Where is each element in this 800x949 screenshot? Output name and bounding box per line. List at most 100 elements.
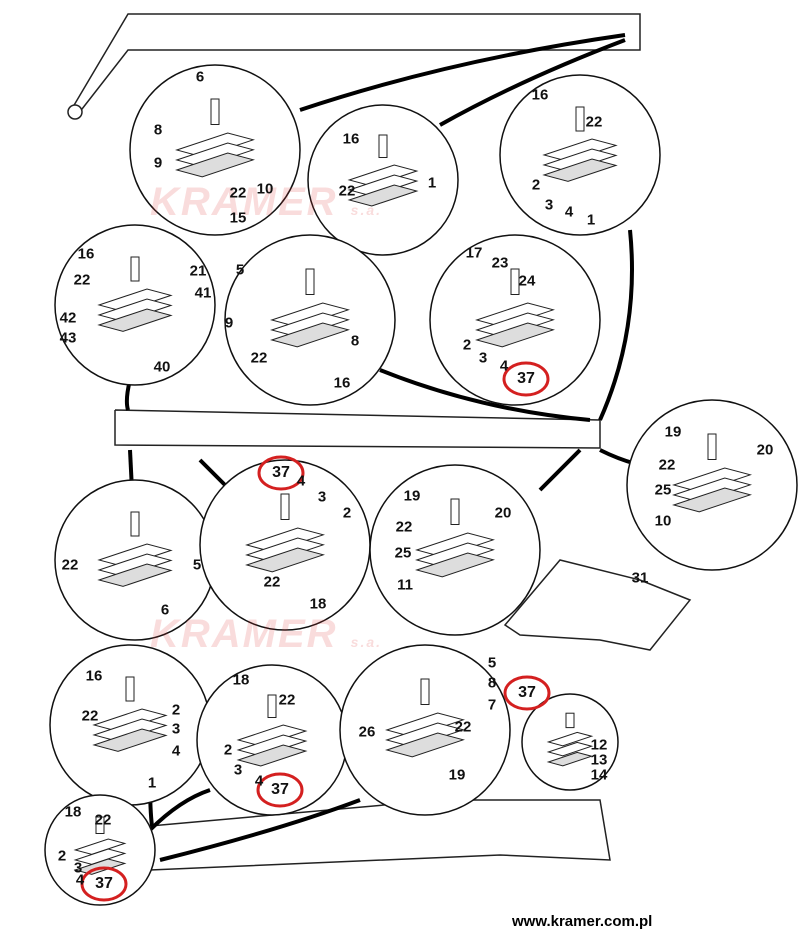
connector-line <box>538 448 582 492</box>
website-link[interactable]: www.kramer.com.pl <box>512 913 653 930</box>
part-number-label: 4 <box>254 772 264 790</box>
part-number-label: 25 <box>654 481 672 499</box>
part-number-label: 4 <box>171 742 181 760</box>
part-number-label: 22 <box>229 184 247 202</box>
part-number-label: 19 <box>403 487 421 505</box>
part-number-label: 5 <box>235 261 245 279</box>
bolt-icon <box>125 676 135 702</box>
bolt-icon <box>280 493 290 520</box>
part-plate <box>236 734 308 757</box>
part-number-label: 18 <box>232 671 250 689</box>
connector-line <box>439 38 626 127</box>
part-number-label: 6 <box>160 601 170 619</box>
middle-frame-bar <box>114 409 601 449</box>
top-frame-arm <box>69 13 641 119</box>
watermark-top: KRAMER s.a. <box>150 180 383 224</box>
part-number-label: 8 <box>487 674 497 692</box>
part-plate <box>92 728 168 752</box>
guard-part-label: 31 <box>631 569 649 587</box>
part-number-label: 7 <box>487 696 497 714</box>
connector-line <box>299 33 626 112</box>
part-plate <box>347 184 419 207</box>
bolt-icon <box>305 268 315 295</box>
part-number-label: 6 <box>195 68 205 86</box>
part-number-label: 25 <box>394 544 412 562</box>
part-number-label: 22 <box>395 518 413 536</box>
guard-plate <box>503 559 692 651</box>
part-number-label: 22 <box>81 707 99 725</box>
part-plate <box>347 164 419 187</box>
part-number-label: 22 <box>73 271 91 289</box>
part-number-label: 5 <box>487 654 497 672</box>
part-number-label: 3 <box>478 349 488 367</box>
part-number-label: 4 <box>75 871 85 889</box>
part-number-label: 13 <box>590 751 608 769</box>
watermark-bottom: KRAMER s.a. <box>150 612 383 656</box>
part-number-label: 3 <box>544 196 554 214</box>
part-plate <box>672 487 752 513</box>
part-number-label: 18 <box>64 803 82 821</box>
bolt-icon <box>450 498 460 525</box>
highlight-ring <box>257 455 305 491</box>
bolt-icon <box>378 134 388 158</box>
part-number-label: 22 <box>338 182 356 200</box>
bolt-icon <box>575 106 585 132</box>
bottom-frame-bar <box>149 799 611 871</box>
part-number-label: 8 <box>153 121 163 139</box>
part-number-label: 1 <box>147 774 157 792</box>
part-number-label: 2 <box>171 701 181 719</box>
connector-line <box>159 798 361 862</box>
part-number-label: 8 <box>350 332 360 350</box>
part-plate <box>546 731 594 747</box>
part-number-label: 16 <box>531 86 549 104</box>
connector-line <box>379 368 591 422</box>
bolt-icon <box>420 678 430 705</box>
part-number-label: 9 <box>224 314 234 332</box>
part-number-label: 42 <box>59 309 77 327</box>
part-plate <box>347 174 419 197</box>
part-number-label: 20 <box>494 504 512 522</box>
highlight-ring <box>502 361 550 397</box>
part-number-label: 24 <box>518 272 536 290</box>
part-number-label: 15 <box>229 209 247 227</box>
part-number-label: 22 <box>61 556 79 574</box>
part-plate <box>73 838 127 855</box>
highlight-ring <box>503 675 551 711</box>
connector-line <box>598 229 634 421</box>
part-number-label: 22 <box>250 349 268 367</box>
part-number-label: 10 <box>256 180 274 198</box>
part-number-label: 2 <box>342 504 352 522</box>
part-plate <box>546 751 594 767</box>
part-number-label: 16 <box>333 374 351 392</box>
part-number-label: 26 <box>358 723 376 741</box>
part-plate <box>385 732 465 758</box>
part-number-label: 5 <box>192 556 202 574</box>
part-number-label: 3 <box>171 720 181 738</box>
part-number-label: 19 <box>664 423 682 441</box>
part-plate <box>236 744 308 767</box>
connector-line <box>148 788 211 832</box>
part-number-label: 17 <box>465 244 483 262</box>
pivot-icon <box>67 104 83 120</box>
part-number-label: 43 <box>59 329 77 347</box>
part-number-label: 40 <box>153 358 171 376</box>
bolt-icon <box>130 511 140 537</box>
part-number-label: 37 <box>95 875 113 892</box>
part-plate <box>175 152 255 178</box>
part-number-label: 12 <box>590 736 608 754</box>
part-plate <box>475 322 555 348</box>
part-number-label: 3 <box>73 859 83 877</box>
part-number-label: 16 <box>85 667 103 685</box>
part-number-label: 3 <box>233 761 243 779</box>
part-number-label: 10 <box>654 512 672 530</box>
bolt-icon <box>95 816 105 834</box>
highlight-ring <box>80 866 128 902</box>
part-number-label: 20 <box>756 441 774 459</box>
part-plate <box>270 322 350 348</box>
part-number-label: 1 <box>586 211 596 229</box>
part-number-label: 41 <box>194 284 212 302</box>
part-plate <box>415 552 495 578</box>
part-number-label: 4 <box>296 472 306 490</box>
